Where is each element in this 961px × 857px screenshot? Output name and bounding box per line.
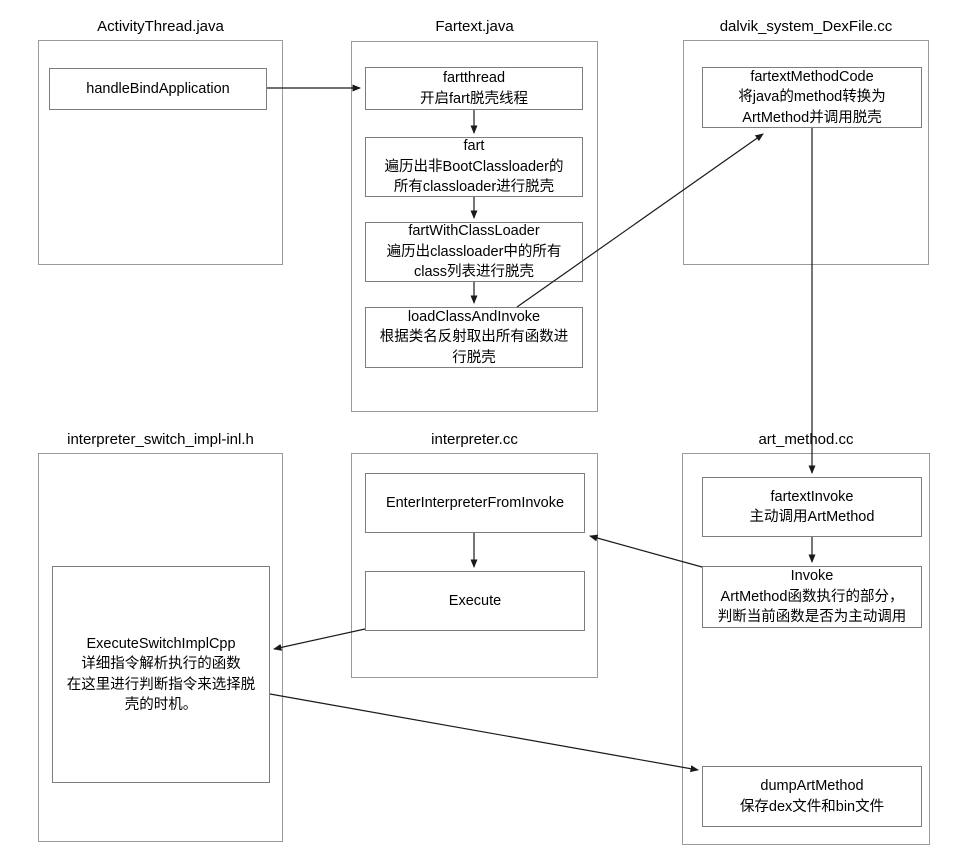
node-ExecuteSwitchImplCpp: ExecuteSwitchImplCpp 详细指令解析执行的函数 在这里进行判断…	[52, 566, 270, 783]
node-Execute: Execute	[365, 571, 585, 631]
node-Invoke: Invoke ArtMethod函数执行的部分， 判断当前函数是否为主动调用	[702, 566, 922, 628]
file-title-activity-thread: ActivityThread.java	[97, 18, 224, 35]
node-fartextMethodCode: fartextMethodCode 将java的method转换为 ArtMet…	[702, 67, 922, 128]
node-loadClassAndInvoke: loadClassAndInvoke 根据类名反射取出所有函数进 行脱壳	[365, 307, 583, 368]
node-fartextInvoke: fartextInvoke 主动调用ArtMethod	[702, 477, 922, 537]
file-title-interpreter-switch-impl: interpreter_switch_impl-inl.h	[67, 431, 254, 448]
node-handleBindApplication: handleBindApplication	[49, 68, 267, 110]
node-dumpArtMethod: dumpArtMethod 保存dex文件和bin文件	[702, 766, 922, 827]
file-title-interpreter: interpreter.cc	[431, 431, 518, 448]
file-title-art-method: art_method.cc	[758, 431, 854, 448]
file-title-dalvik-system-dexfile: dalvik_system_DexFile.cc	[719, 18, 893, 35]
node-fart: fart 遍历出非BootClassloader的 所有classloader进…	[365, 137, 583, 197]
node-EnterInterpreterFromInvoke: EnterInterpreterFromInvoke	[365, 473, 585, 533]
node-fartWithClassLoader: fartWithClassLoader 遍历出classloader中的所有 c…	[365, 222, 583, 282]
file-title-fartext: Fartext.java	[435, 18, 514, 35]
node-fartthread: fartthread 开启fart脱壳线程	[365, 67, 583, 110]
edge-ExecuteSwitchImplCpp-to-dumpArtMethod	[269, 693, 699, 773]
